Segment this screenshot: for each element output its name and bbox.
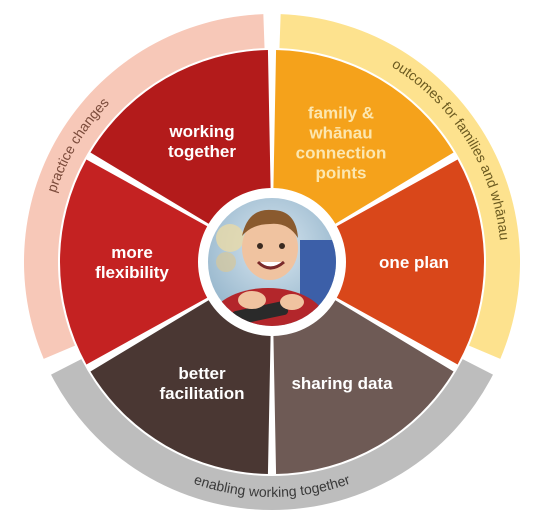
segment-label-line: facilitation: [159, 384, 244, 403]
segment-working-together[interactable]: [90, 50, 271, 224]
segment-label-line: family &: [308, 103, 374, 122]
segment-label-line: connection: [296, 143, 387, 162]
segment-label-line: sharing data: [291, 374, 393, 393]
segment-label-line: flexibility: [95, 263, 169, 282]
segment-label-line: better: [178, 364, 226, 383]
segment-label-one-plan: one plan: [379, 253, 449, 272]
ring-segment-outcomes: [279, 14, 520, 359]
segment-family-whanau[interactable]: [273, 50, 454, 224]
segment-label-line: more: [111, 243, 153, 262]
segment-label-line: whānau: [308, 123, 372, 142]
segment-label-sharing-data: sharing data: [291, 374, 393, 393]
segment-label-line: points: [316, 163, 367, 182]
segment-label-line: together: [168, 142, 236, 161]
segment-more-flexibility[interactable]: [59, 159, 208, 365]
segment-sharing-data[interactable]: [273, 300, 454, 474]
ring-segment-enabling: [51, 359, 493, 510]
segment-better-facilitation[interactable]: [90, 300, 271, 474]
segment-label-line: one plan: [379, 253, 449, 272]
ring-segment-practice-changes: [24, 14, 265, 359]
outer-ring: [24, 14, 520, 510]
child-photo: [200, 190, 344, 334]
segment-one-plan[interactable]: [336, 159, 485, 365]
segment-label-line: working: [168, 122, 234, 141]
